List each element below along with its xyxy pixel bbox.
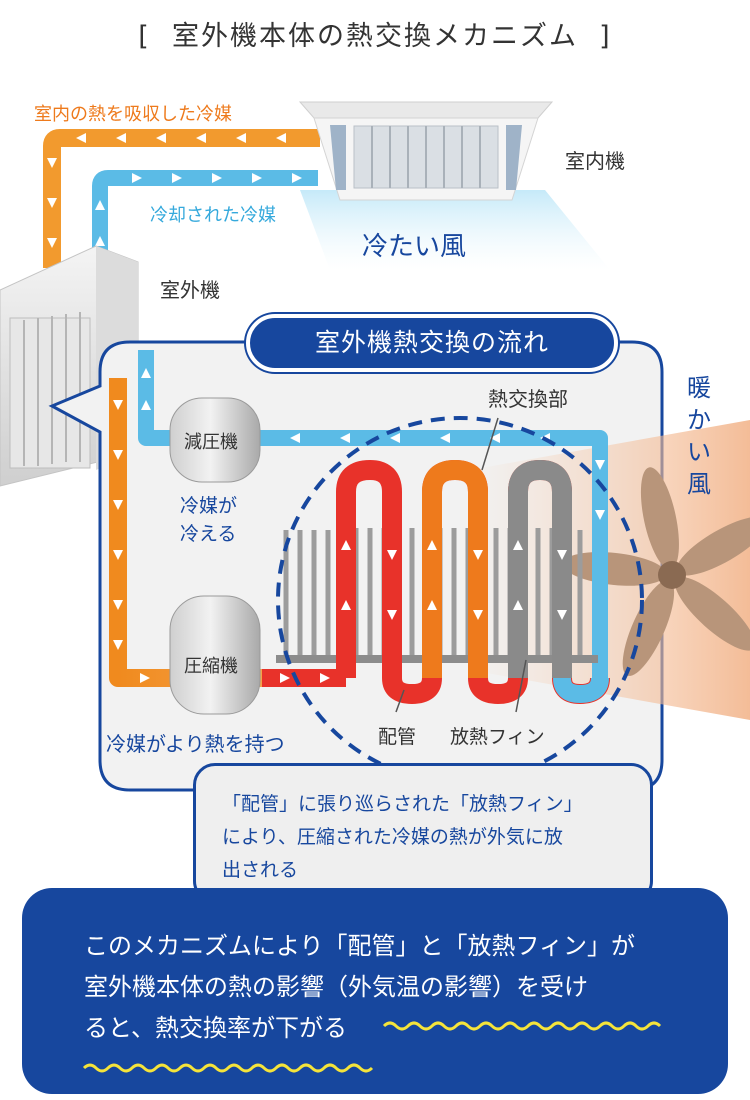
explanation-note: 「配管」に張り巡らされた「放熱フィン」 により、圧縮された冷媒の熱が外気に放 出… [193,763,653,903]
label-fins: 放熱フィン [450,726,545,748]
label-absorbed-refrigerant: 室内の熱を吸収した冷媒 [34,104,232,125]
note-line-3: 出される [222,859,299,881]
label-cooled-refrigerant: 冷却された冷媒 [150,205,276,226]
label-cold-air: 冷たい風 [362,232,467,262]
conclusion-line-3: ると、熱交換率が下がる [84,1014,348,1042]
page-title: [ 室外機本体の熱交換メカニズム ] [138,21,612,52]
leader-pipe [395,689,405,713]
label-refrigerant-cools: 冷媒が 冷える [180,495,238,545]
decompressor-icon [169,397,261,483]
indoor-unit-icon [298,101,554,201]
conclusion-line-1: このメカニズムにより「配管」と「放熱フィン」が [84,932,636,960]
note-line-2: により、圧縮された冷媒の熱が外気に放 [222,826,563,848]
cold-air-stream [300,190,610,270]
note-line-1: 「配管」に張り巡らされた「放熱フィン」 [222,793,583,815]
label-heat-exchanger: 熱交換部 [488,387,568,411]
pipe-cold-top [92,170,318,262]
label-decompressor: 減圧機 [184,432,238,453]
label-refrigerant-hot: 冷媒がより熱を持つ [106,732,285,756]
compressor-icon [169,595,261,715]
pipe-hot-top [43,129,320,268]
label-pipe: 配管 [378,726,417,748]
leader-fins [515,659,527,713]
conclusion-box: このメカニズムにより「配管」と「放熱フィン」が 室外機本体の熱の影響（外気温の影… [22,888,728,1094]
flow-title: 室外機熱交換の流れ [246,314,618,372]
label-outdoor-unit: 室外機 [160,278,220,302]
arrow-icon [47,133,302,248]
label-indoor-unit: 室内機 [565,149,625,173]
label-warm-air: 暖かい風 [687,374,711,498]
label-compressor: 圧縮機 [184,656,238,677]
conclusion-line-2: 室外機本体の熱の影響（外気温の影響）を受け [84,973,588,1001]
leader-heat-exchanger [481,417,499,471]
